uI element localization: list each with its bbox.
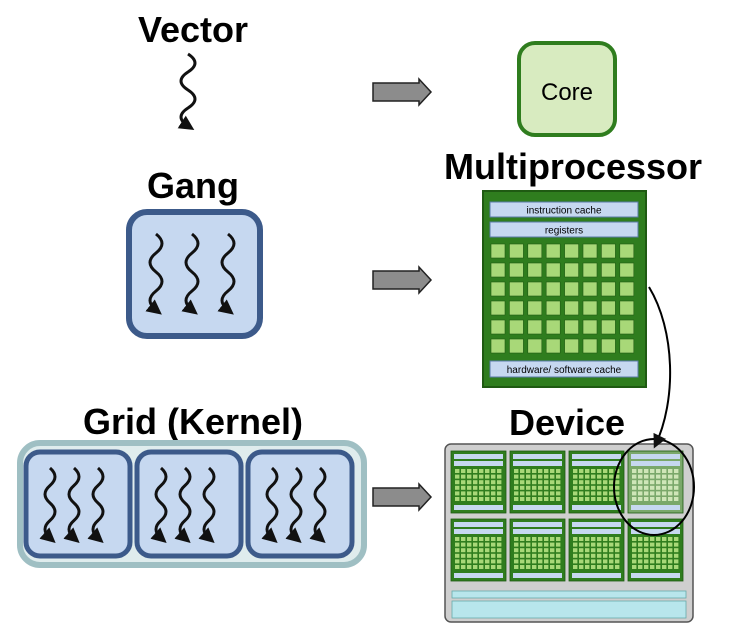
core-cell [490, 262, 506, 278]
core-cell [582, 338, 598, 354]
core-cell [545, 319, 561, 335]
squiggle-arrow-icon [217, 232, 236, 315]
core-cell [582, 319, 598, 335]
hw-sw-cache-bar [489, 360, 639, 378]
grid-block [245, 449, 355, 559]
core-cell [564, 243, 579, 259]
core-cell [509, 338, 524, 354]
squiggle-arrow-icon [150, 466, 168, 543]
squiggle-arrow-icon [285, 466, 303, 543]
device-label: Device [509, 402, 625, 443]
squiggle-arrow-icon [145, 232, 164, 315]
right-arrow-icon [372, 265, 433, 295]
core-cell [601, 243, 616, 259]
core-cell [619, 300, 635, 316]
right-arrow-icon [372, 77, 433, 107]
core-cell [509, 262, 524, 278]
core-cell [490, 319, 506, 335]
core-cell [527, 319, 543, 335]
core-cell [545, 281, 561, 297]
squiggle-arrow-icon [309, 466, 327, 543]
core-cell [582, 262, 598, 278]
squiggle-arrow-icon [177, 52, 197, 131]
curved-arrow-icon [648, 286, 672, 449]
core-cell [545, 338, 561, 354]
multiprocessor-core-grid [490, 243, 635, 354]
core-cell [509, 281, 524, 297]
core-cell [619, 281, 635, 297]
device-sm [450, 518, 507, 582]
core-cell [545, 300, 561, 316]
vector-label: Vector [138, 9, 248, 50]
core-cell [582, 281, 598, 297]
core-cell [490, 243, 506, 259]
core-cell [564, 319, 579, 335]
core-cell [490, 338, 506, 354]
instruction-cache-label: instruction cache [526, 206, 601, 217]
core-cell [601, 300, 616, 316]
core-cell [527, 300, 543, 316]
grid-block [134, 449, 244, 559]
device-bar-1 [451, 590, 687, 599]
squiggle-arrow-icon [198, 466, 216, 543]
device-bar-2 [451, 600, 687, 619]
device-sm-grid [450, 450, 684, 582]
core-cell [564, 338, 579, 354]
core-cell [545, 243, 561, 259]
core-cell [601, 281, 616, 297]
squiggle-arrow-icon [261, 466, 279, 543]
core-cell [509, 319, 524, 335]
core-cell [582, 300, 598, 316]
registers-bar [489, 221, 639, 238]
device-sm [627, 450, 684, 514]
core-cell [564, 281, 579, 297]
core-cell [564, 300, 579, 316]
vector-thread-icon [177, 52, 197, 131]
device-sm [509, 518, 566, 582]
squiggle-arrow-icon [39, 466, 57, 543]
squiggle-arrow-icon [174, 466, 192, 543]
grid-block [23, 449, 133, 559]
core-cell [564, 262, 579, 278]
right-arrow-icon [372, 482, 433, 512]
squiggle-arrow-icon [181, 232, 200, 315]
core-cell [527, 338, 543, 354]
grid-blocks [23, 449, 355, 559]
core-cell [527, 243, 543, 259]
core-cell [509, 243, 524, 259]
core-cell [490, 281, 506, 297]
core-cell [582, 243, 598, 259]
squiggle-arrow-icon [63, 466, 81, 543]
device-sm [509, 450, 566, 514]
core-box [517, 41, 617, 137]
squiggle-arrow-icon [87, 466, 105, 543]
core-cell [601, 262, 616, 278]
device-sm [568, 518, 625, 582]
hw-sw-cache-label: hardware/ software cache [507, 365, 622, 376]
grid-label: Grid (Kernel) [83, 401, 303, 442]
gang-label: Gang [147, 165, 239, 206]
instruction-cache-bar [489, 201, 639, 218]
multiprocessor-label: Multiprocessor [444, 146, 702, 187]
core-cell [619, 243, 635, 259]
gang-threads-icon [145, 232, 236, 315]
core-cell [619, 338, 635, 354]
core-cell [545, 262, 561, 278]
core-cell [527, 281, 543, 297]
core-cell [509, 300, 524, 316]
device-sm [450, 450, 507, 514]
core-label: Core [541, 79, 593, 106]
core-cell [619, 319, 635, 335]
core-cell [601, 338, 616, 354]
core-cell [601, 319, 616, 335]
device-sm [568, 450, 625, 514]
registers-label: registers [545, 226, 583, 237]
core-cell [527, 262, 543, 278]
core-cell [619, 262, 635, 278]
core-cell [490, 300, 506, 316]
